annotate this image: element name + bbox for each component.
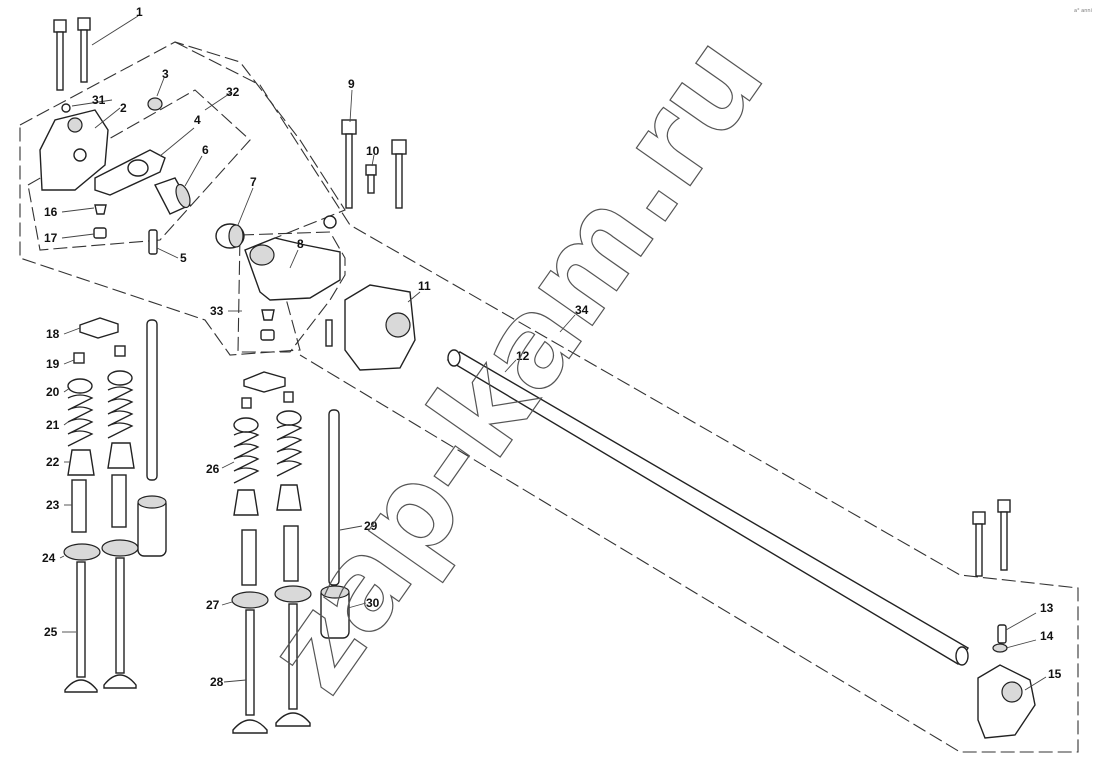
callout-29: 29 [364, 519, 378, 533]
callout-4: 4 [194, 113, 201, 127]
valves-28 [232, 603, 311, 734]
callout-30: 30 [366, 596, 380, 610]
rocker-bracket-2 [39, 109, 109, 191]
callout-28: 28 [210, 675, 224, 689]
bolt-pair-1 [53, 17, 91, 91]
washer-14 [992, 643, 1008, 653]
valves-25 [64, 557, 137, 693]
callout-5: 5 [180, 251, 187, 265]
bolt-10 [365, 139, 407, 209]
valve-guides-middle [241, 525, 299, 586]
adjusting-screw-33 [260, 309, 275, 341]
callout-34: 34 [575, 303, 589, 317]
callout-7: 7 [250, 175, 257, 189]
valve-seals-22 [67, 442, 135, 476]
shaft-bracket-11 [325, 284, 416, 371]
valve-springs-26 [233, 410, 303, 516]
valve-bridge-middle [241, 371, 294, 409]
callout-31: 31 [92, 93, 106, 107]
valve-keepers-19 [73, 345, 126, 364]
callout-1: 1 [136, 5, 143, 19]
callout-24: 24 [42, 551, 56, 565]
corner-mark: a° anni [1074, 8, 1092, 14]
callout-23: 23 [46, 498, 60, 512]
screw-31 [61, 103, 71, 113]
bolts-right [972, 499, 1011, 577]
callout-17: 17 [44, 231, 58, 245]
callout-10: 10 [366, 144, 380, 158]
valve-seats-24 [63, 539, 139, 561]
push-rod-left [146, 319, 158, 481]
callout-14: 14 [1040, 629, 1054, 643]
rocker-shaft-12 [446, 349, 969, 666]
valve-seats-27 [231, 585, 312, 609]
tappet-30 [320, 585, 350, 639]
nut-3 [147, 97, 163, 111]
callout-9: 9 [348, 77, 355, 91]
callout-27: 27 [206, 598, 220, 612]
callout-3: 3 [162, 67, 169, 81]
watermark: zap-kam.ru [240, 12, 791, 716]
outline-rocker-33 [237, 231, 346, 353]
bolt-9 [341, 119, 357, 209]
outline-rocker-32 [27, 89, 251, 251]
spring-retainers-20 [67, 370, 133, 394]
callout-11: 11 [418, 279, 431, 293]
push-rod-29 [328, 409, 340, 586]
tappet-left [137, 495, 167, 557]
callout-13: 13 [1040, 601, 1054, 615]
callout-25: 25 [44, 625, 58, 639]
bushing-7 [215, 223, 245, 249]
valve-springs-21 [67, 386, 134, 447]
outline-shaft [174, 41, 1079, 753]
callout-18: 18 [46, 327, 60, 341]
callout-20: 20 [46, 385, 60, 399]
callout-labels: 1 2 3 4 5 6 7 8 9 10 11 12 13 14 15 16 1… [42, 5, 1062, 689]
callout-33: 33 [210, 304, 224, 318]
valve-bridge-18 [79, 317, 119, 339]
leader-lines [59, 15, 1047, 691]
callout-8: 8 [297, 237, 304, 251]
callout-26: 26 [206, 462, 220, 476]
rocker-arm-4 [94, 149, 166, 196]
callout-2: 2 [120, 101, 127, 115]
rocker-arm-8 [244, 215, 341, 301]
screw-13 [997, 624, 1007, 644]
bracket-15 [977, 664, 1036, 739]
callout-15: 15 [1048, 667, 1062, 681]
callout-6: 6 [202, 143, 209, 157]
callout-16: 16 [44, 205, 58, 219]
cap-17 [93, 227, 107, 239]
callout-19: 19 [46, 357, 60, 371]
bushing-6 [154, 177, 191, 215]
callout-21: 21 [46, 418, 60, 432]
callout-32: 32 [226, 85, 240, 99]
callout-12: 12 [516, 349, 530, 363]
pin-5 [148, 229, 158, 255]
adjusting-screw-16 [94, 204, 107, 215]
callout-22: 22 [46, 455, 60, 469]
valve-guides-23 [71, 474, 127, 533]
